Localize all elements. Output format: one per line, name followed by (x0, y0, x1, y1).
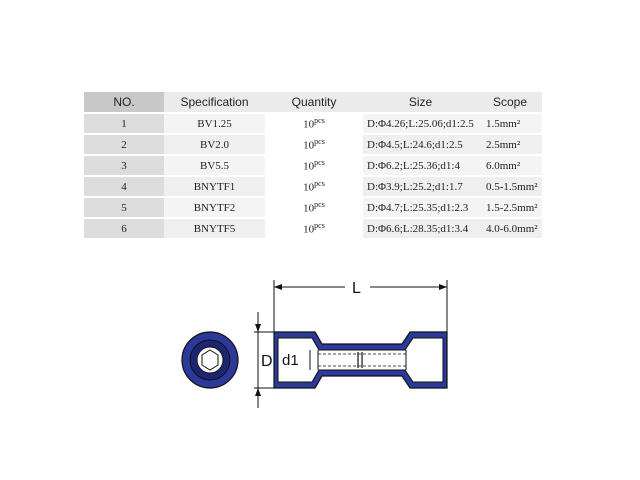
table-row: 1 BV1.25 10pcs D:Φ4.26;L:25.06;d1:2.5 1.… (84, 114, 542, 133)
cell-no: 5 (84, 198, 164, 217)
connector-drawing: D L d1 (181, 280, 448, 408)
dimension-D: D (254, 312, 274, 408)
cell-qty: 10pcs (265, 219, 363, 238)
dimension-D-label: D (261, 353, 273, 370)
side-view-bore (277, 337, 444, 383)
cell-spec: BNYTF2 (164, 198, 265, 217)
header-quantity: Quantity (265, 92, 363, 112)
end-view (181, 331, 239, 389)
dimension-L-label: L (352, 280, 361, 297)
cell-spec: BV5.5 (164, 156, 265, 175)
dimension-L: L (273, 280, 448, 332)
cell-size: D:Φ6.6;L:28.35;d1:3.4 (363, 219, 478, 238)
dimension-D-arrow-bottom (255, 388, 261, 396)
cell-scope: 2.5mm² (478, 135, 542, 154)
header-size: Size (363, 92, 478, 112)
table-row: 3 BV5.5 10pcs D:Φ6.2;L:25.36;d1:4 6.0mm² (84, 156, 542, 175)
cell-scope: 1.5mm² (478, 114, 542, 133)
table-row: 2 BV2.0 10pcs D:Φ4.5;L:24.6;d1:2.5 2.5mm… (84, 135, 542, 154)
end-view-barrel-icon (201, 349, 219, 371)
cell-qty: 10pcs (265, 177, 363, 196)
cell-spec: BNYTF1 (164, 177, 265, 196)
cell-size: D:Φ4.7;L:25.35;d1:2.3 (363, 198, 478, 217)
cell-scope: 4.0-6.0mm² (478, 219, 542, 238)
cell-qty: 10pcs (265, 156, 363, 175)
spec-table: NO. Specification Quantity Size Scope 1 … (84, 90, 542, 240)
dimension-L-arrow-left (274, 284, 282, 290)
table-header-row: NO. Specification Quantity Size Scope (84, 92, 542, 112)
cell-no: 1 (84, 114, 164, 133)
end-view-bore (196, 346, 224, 374)
cell-scope: 6.0mm² (478, 156, 542, 175)
dimension-L-arrow-right (439, 284, 447, 290)
cell-spec: BV2.0 (164, 135, 265, 154)
cell-qty: 10pcs (265, 135, 363, 154)
cell-size: D:Φ3.9;L:25.2;d1:1.7 (363, 177, 478, 196)
cell-scope: 0.5-1.5mm² (478, 177, 542, 196)
dimension-D-arrow-top (255, 324, 261, 332)
cell-no: 2 (84, 135, 164, 154)
header-scope: Scope (478, 92, 542, 112)
cell-scope: 1.5-2.5mm² (478, 198, 542, 217)
cell-no: 3 (84, 156, 164, 175)
cell-qty: 10pcs (265, 114, 363, 133)
side-view: d1 (273, 331, 448, 389)
cell-no: 4 (84, 177, 164, 196)
cell-spec: BV1.25 (164, 114, 265, 133)
table-row: 5 BNYTF2 10pcs D:Φ4.7;L:25.35;d1:2.3 1.5… (84, 198, 542, 217)
cell-size: D:Φ4.5;L:24.6;d1:2.5 (363, 135, 478, 154)
cell-size: D:Φ4.26;L:25.06;d1:2.5 (363, 114, 478, 133)
cell-size: D:Φ6.2;L:25.36;d1:4 (363, 156, 478, 175)
header-specification: Specification (164, 92, 265, 112)
cell-qty: 10pcs (265, 198, 363, 217)
cell-spec: BNYTF5 (164, 219, 265, 238)
cell-no: 6 (84, 219, 164, 238)
table-row: 4 BNYTF1 10pcs D:Φ3.9;L:25.2;d1:1.7 0.5-… (84, 177, 542, 196)
dimension-d1-label: d1 (282, 352, 299, 369)
table-row: 6 BNYTF5 10pcs D:Φ6.6;L:28.35;d1:3.4 4.0… (84, 219, 542, 238)
header-no: NO. (84, 92, 164, 112)
